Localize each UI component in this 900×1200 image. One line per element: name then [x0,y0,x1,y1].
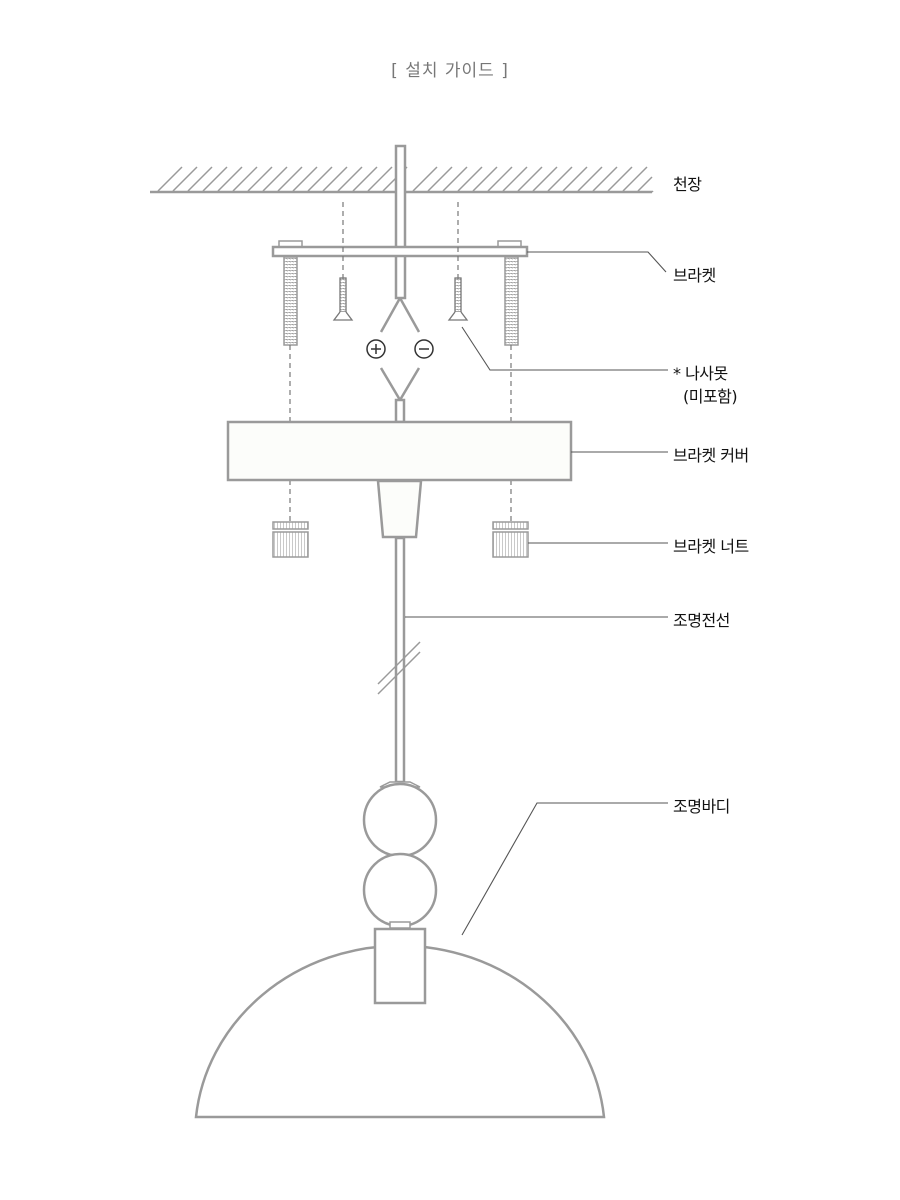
ceiling-hatch [651,190,654,193]
ceiling-hatch [157,166,183,192]
ceiling-hatch [217,166,243,192]
label-bracket-nut: 브라켓 너트 [673,537,749,556]
ceiling-hatch [187,166,213,192]
label-wire: 조명전선 [673,611,730,630]
ceiling-hatch [442,166,468,192]
ceiling-hatch [277,166,303,192]
ceiling-hatch [367,166,393,192]
ceiling-hatch [637,176,653,192]
bracket-cover [226,420,573,482]
label-bracket: 브라켓 [673,266,716,285]
ceiling-hatch [607,166,633,192]
screw-right [447,277,469,321]
label-body: 조명바디 [673,797,730,816]
minus-terminal-icon [414,339,434,359]
break-mark [377,641,421,695]
ceiling-hatch [322,166,348,192]
ceiling-hatch [502,166,528,192]
ceiling-hatch [202,166,228,192]
ceiling-hatch [307,166,333,192]
bracket-bolt-right [504,256,519,346]
ceiling-hatch [622,166,648,192]
plus-terminal-icon [366,339,386,359]
ceiling-hatch [457,166,483,192]
ceiling-hatch [262,166,288,192]
bracket-bolt-left [283,256,298,346]
screw-left [332,277,354,321]
ceiling-hatch [292,166,318,192]
ceiling-hatch [337,166,363,192]
cover-cap [376,479,423,539]
ceiling-hatch [592,166,618,192]
ceiling-hatch [412,166,438,192]
label-ceiling: 천장 [673,175,702,194]
light-body [194,781,606,1119]
ceiling-hatch [427,166,453,192]
ceiling-hatch [472,166,498,192]
page-title: [ 설치 가이드 ] [391,61,509,81]
bracket [271,240,529,346]
ceiling-hatch [352,166,378,192]
ceiling-hatch [562,166,588,192]
label-bracket-cover: 브라켓 커버 [673,446,749,465]
ceiling-hatch [517,166,543,192]
label-screw-note: (미포함) [683,387,738,406]
ceiling-hatch [232,166,258,192]
label-screw: * 나사못 [673,364,728,383]
bracket-nut-left [272,521,309,558]
ceiling-hatch [532,166,558,192]
ceiling-hatch [247,166,273,192]
ceiling-hatch [487,166,513,192]
ceiling-hatch [577,166,603,192]
bracket-nut-right [492,521,529,558]
leader-lines [405,251,668,936]
wire-upper [394,144,407,300]
ceiling-hatch [547,166,573,192]
ceiling-hatch [172,166,198,192]
